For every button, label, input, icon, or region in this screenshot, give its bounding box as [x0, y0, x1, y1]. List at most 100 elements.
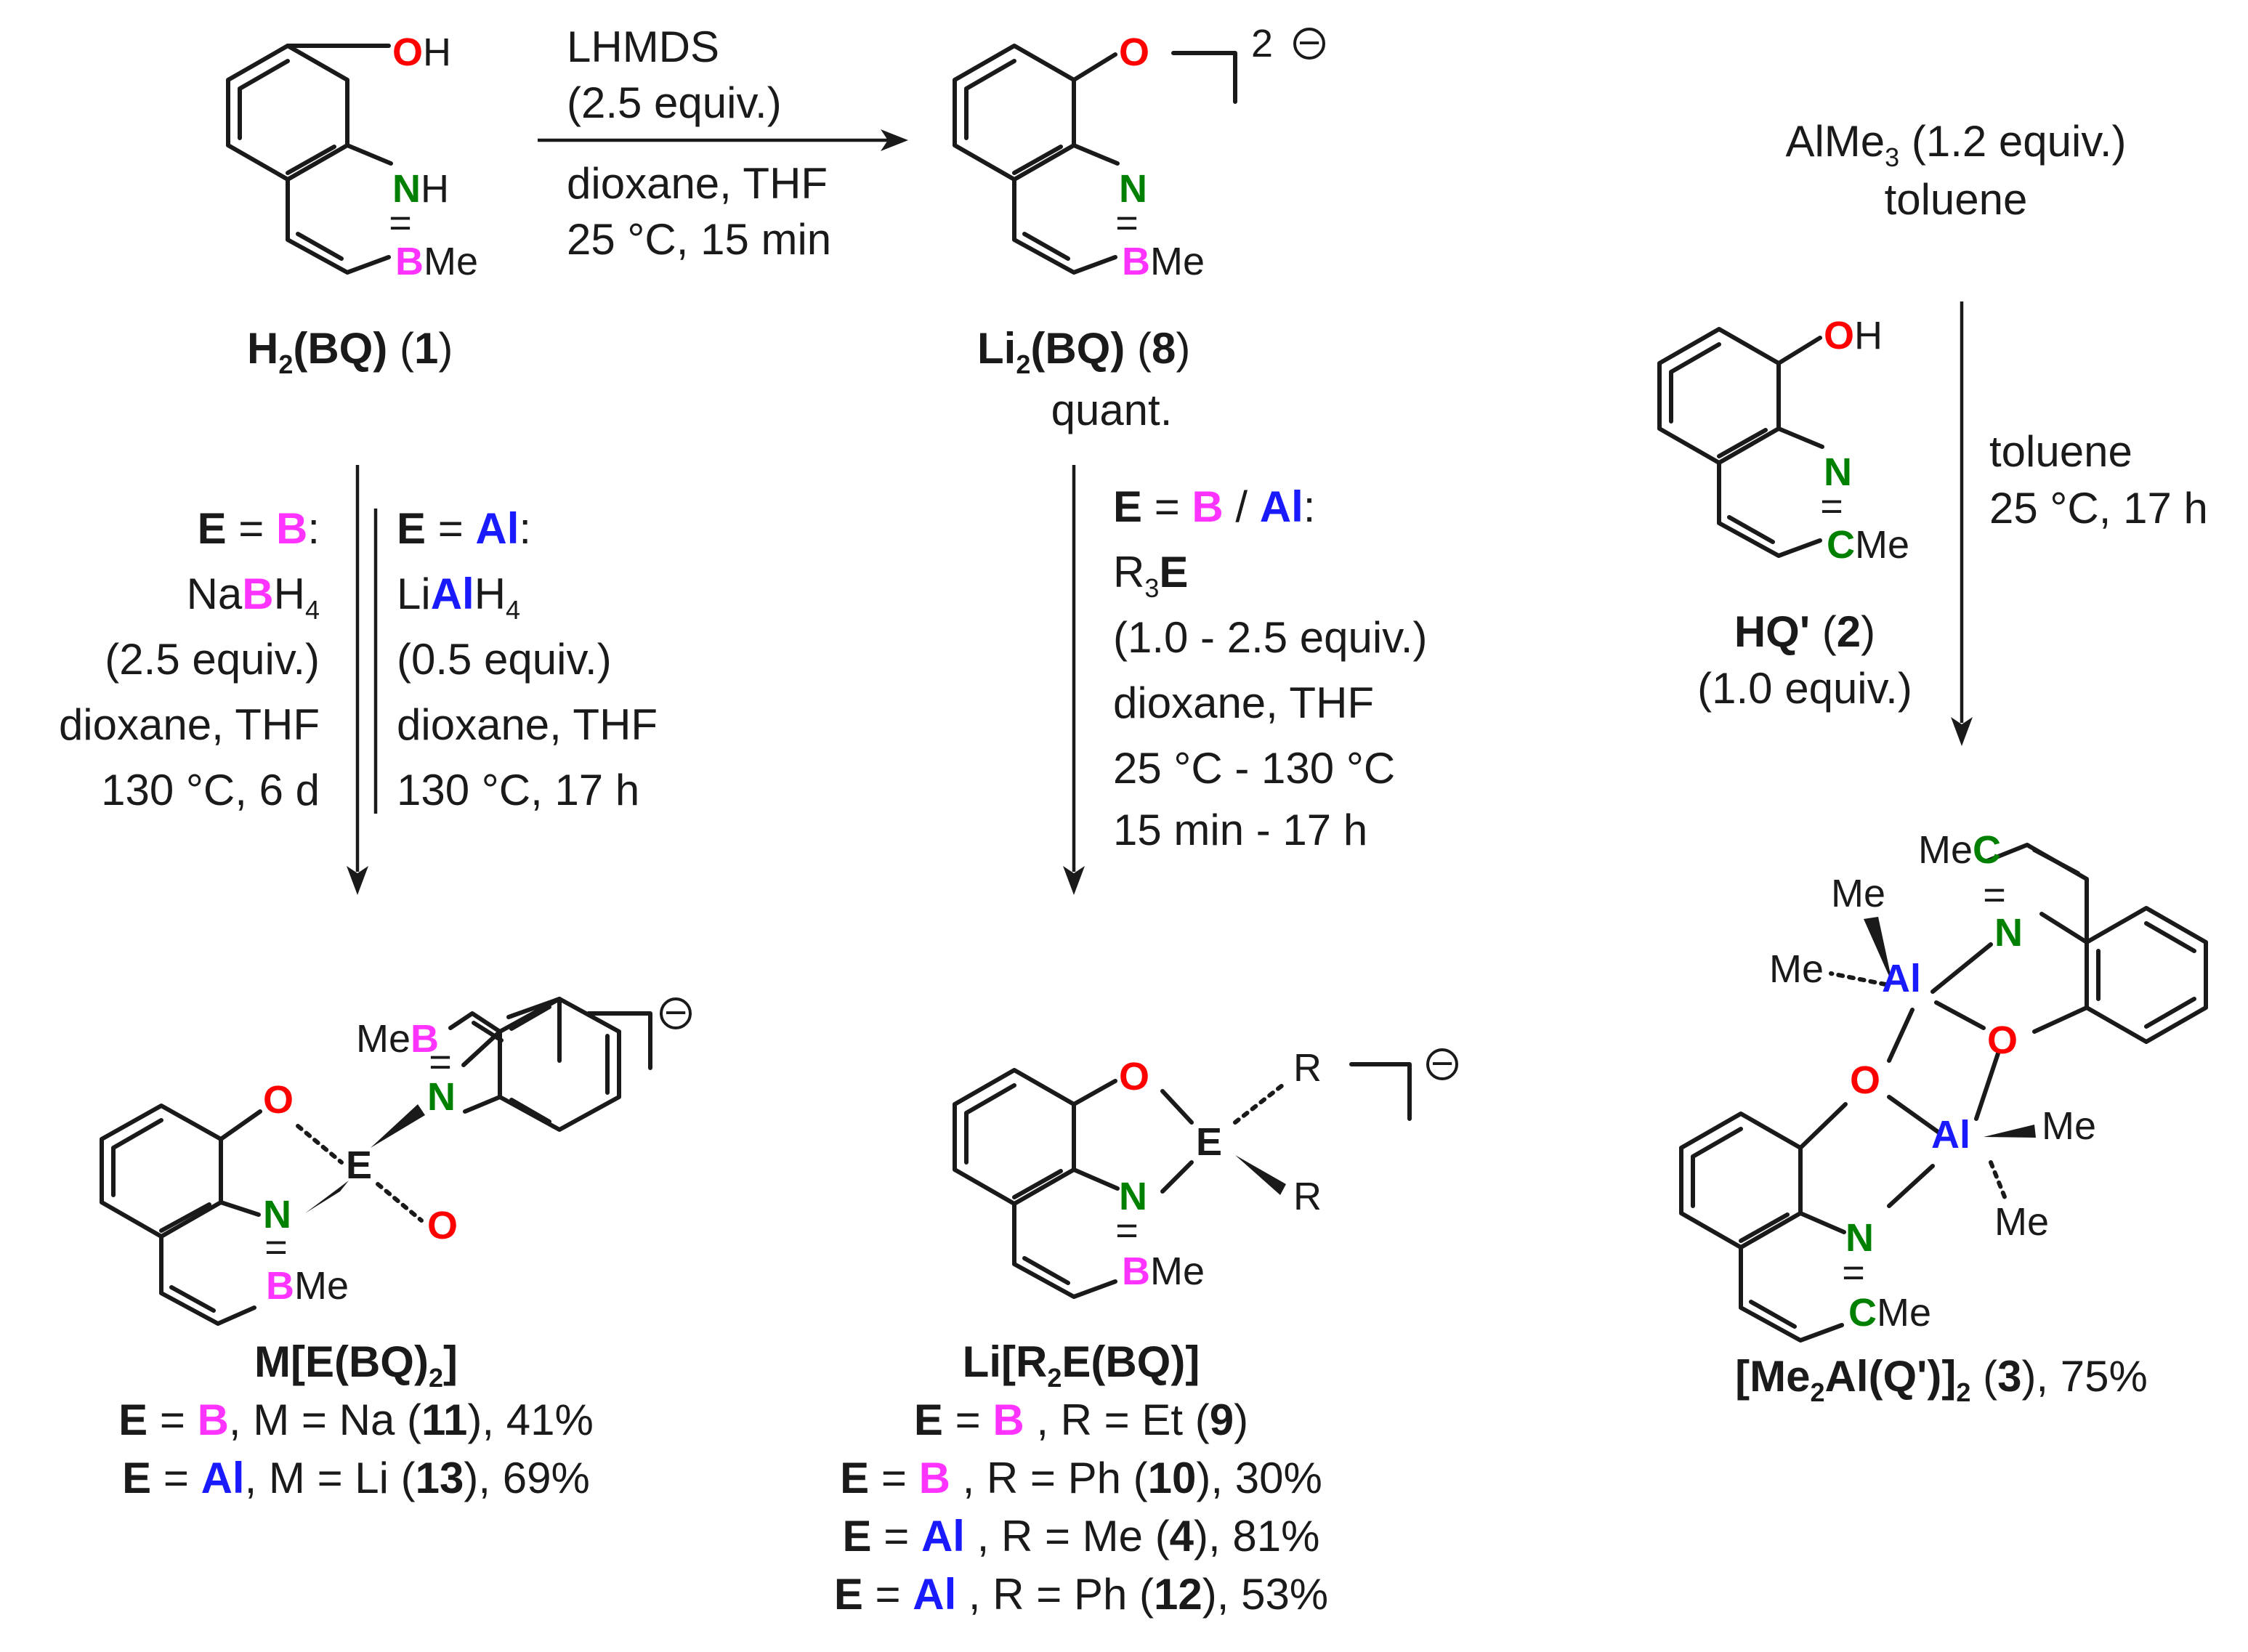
cond-left-al-line-1: (0.5 equiv.)	[397, 635, 612, 684]
compound-mid-labels: Li[R2E(BQ)] E = B , R = Et (9) E = B , R…	[834, 1337, 1328, 1619]
compound-left-row-1: E = B, M = Na (11), 41%	[118, 1396, 594, 1444]
compound-1-structure: OH NH = BMe	[226, 31, 478, 283]
methyl-lower-1: Me	[2042, 1104, 2096, 1148]
conditions-right-arrow: toluene 25 °C, 17 h	[1989, 427, 2208, 533]
compound-mid-row-2: E = B , R = Ph (10), 30%	[840, 1454, 1322, 1502]
compound-right-label: [Me2Al(Q')]2 (3), 75%	[1735, 1352, 2148, 1407]
compound-mid-title: Li[R2E(BQ)]	[963, 1337, 1200, 1393]
atom-o: O	[1119, 31, 1149, 74]
cond-left-b-line-2: dioxane, THF	[59, 700, 320, 749]
compound-1-label: H2(BQ) (1)	[247, 324, 453, 379]
cond-left-al-head: E = Al:	[397, 504, 531, 553]
arrow-left-down	[347, 465, 368, 895]
atom-al-lower: Al	[1931, 1113, 1970, 1157]
cond-top-line-1: LHMDS	[567, 23, 719, 71]
compound-mid-row-4: E = Al , R = Ph (12), 53%	[834, 1570, 1328, 1619]
atom-c-upper: MeC	[1918, 828, 2001, 872]
atom-b: BMe	[395, 240, 478, 283]
atom-n-upper: N	[1994, 911, 2023, 955]
conditions-mid: E = B / Al: R3E (1.0 - 2.5 equiv.) dioxa…	[1113, 482, 1427, 854]
cond-right-solvent: toluene	[1885, 175, 2028, 224]
double-bond-mark: =	[429, 1040, 452, 1084]
compound-mid-row-3: E = Al , R = Me (4), 81%	[843, 1512, 1320, 1560]
cond-left-al-reagent: LiAlH4	[397, 570, 520, 625]
arrows	[347, 129, 1973, 895]
atom-n-lower: N	[1845, 1216, 1874, 1260]
conditions-left-boron: E = B: NaBH4 (2.5 equiv.) dioxane, THF 1…	[59, 504, 320, 814]
atom-n-upper: N	[427, 1075, 456, 1119]
atom-c-lower: CMe	[1848, 1291, 1931, 1335]
charge-minus-symbol: −	[1431, 1042, 1454, 1085]
cond-top-line-2: (2.5 equiv.)	[567, 78, 782, 127]
atom-o-left: O	[263, 1078, 294, 1122]
double-bond-mark: =	[1983, 873, 2006, 917]
cond-right-arrow-line-1: toluene	[1989, 427, 2132, 476]
methyl-upper-1: Me	[1831, 872, 1885, 915]
compound-mid-structure: O E R R N = BMe −	[953, 1042, 1458, 1299]
charge-minus-symbol: −	[1298, 21, 1321, 65]
double-bond-mark: =	[389, 201, 412, 245]
cond-right-arrow-line-2: 25 °C, 17 h	[1989, 484, 2208, 533]
cond-left-b-line-1: (2.5 equiv.)	[105, 635, 320, 684]
atom-n-lower: N	[263, 1193, 291, 1236]
cond-mid-line-4: 15 min - 17 h	[1113, 806, 1367, 854]
cond-mid-reagent: R3E	[1113, 548, 1188, 603]
atom-n: NH	[392, 167, 449, 211]
compound-2-equiv-note: (1.0 equiv.)	[1697, 664, 1912, 713]
atom-n: N	[1824, 450, 1852, 494]
atom-r-lower: R	[1293, 1175, 1322, 1218]
atom-o-right: O	[427, 1204, 458, 1247]
atom-o-bridge-upper: O	[1987, 1019, 2018, 1062]
cond-left-b-head: E = B:	[198, 504, 320, 553]
cond-right-reagent: AlMe3 (1.2 equiv.)	[1785, 117, 2126, 172]
charge-circle-icon	[1426, 1048, 1458, 1080]
atom-b-lower: BMe	[266, 1264, 349, 1308]
compound-2-structure: OH N = CMe	[1657, 314, 1909, 567]
atom-n: N	[1119, 1175, 1147, 1218]
compound-8-label: Li2(BQ) (8)	[977, 324, 1190, 379]
cond-left-al-line-2: dioxane, THF	[397, 700, 658, 749]
methyl-upper-2: Me	[1769, 947, 1824, 991]
charge-2-minus: 2	[1251, 22, 1273, 65]
cond-top-line-4: 25 °C, 15 min	[567, 215, 831, 264]
arrow-mid-down	[1063, 465, 1085, 895]
atom-o-bridge-lower: O	[1850, 1058, 1880, 1102]
atom-b: BMe	[1122, 1250, 1205, 1293]
compound-left-row-2: E = Al, M = Li (13), 69%	[122, 1454, 590, 1502]
atom-o: OH	[392, 31, 451, 74]
compound-left-title: M[E(BQ)2]	[254, 1337, 458, 1393]
compound-right-structure: Al Al O O N N = = MeC CMe Me Me Me Me	[1679, 828, 2208, 1343]
cond-left-b-reagent: NaBH4	[187, 570, 320, 625]
charge-minus-symbol: −	[664, 991, 687, 1034]
atom-n: N	[1119, 167, 1147, 211]
conditions-left-aluminium: E = Al: LiAlH4 (0.5 equiv.) dioxane, THF…	[397, 504, 658, 814]
cond-left-b-line-3: 130 °C, 6 d	[101, 766, 320, 814]
double-bond-mark: =	[1115, 1209, 1139, 1252]
compound-left-labels: M[E(BQ)2] E = B, M = Na (11), 41% E = Al…	[118, 1337, 594, 1502]
atom-c: CMe	[1827, 523, 1909, 567]
cond-mid-line-3: 25 °C - 130 °C	[1113, 744, 1395, 793]
atom-o: OH	[1824, 314, 1883, 357]
atom-r-upper: R	[1293, 1046, 1322, 1090]
atom-b-upper: MeB	[356, 1017, 439, 1061]
cond-mid-head: E = B / Al:	[1113, 482, 1315, 531]
double-bond-mark: =	[264, 1226, 288, 1269]
conditions-right-top: AlMe3 (1.2 equiv.) toluene	[1785, 117, 2126, 224]
arrow-right-down	[1951, 301, 1973, 746]
atom-e: E	[1196, 1120, 1222, 1164]
arrow-top-deprotonation	[538, 129, 908, 151]
charge-circle-icon	[660, 997, 692, 1029]
charge-circle-icon	[1293, 28, 1325, 60]
cond-left-al-line-3: 130 °C, 17 h	[397, 766, 639, 814]
atom-o: O	[1119, 1055, 1149, 1098]
atom-e: E	[346, 1143, 372, 1187]
cond-mid-line-2: dioxane, THF	[1113, 679, 1374, 727]
cond-mid-line-1: (1.0 - 2.5 equiv.)	[1113, 613, 1427, 662]
compound-8-yield-note: quant.	[1051, 386, 1173, 434]
atom-b: BMe	[1122, 240, 1205, 283]
double-bond-mark: =	[1115, 201, 1139, 245]
methyl-lower-2: Me	[1994, 1200, 2049, 1244]
atom-al-upper: Al	[1882, 957, 1921, 1000]
double-bond-mark: =	[1842, 1251, 1865, 1295]
